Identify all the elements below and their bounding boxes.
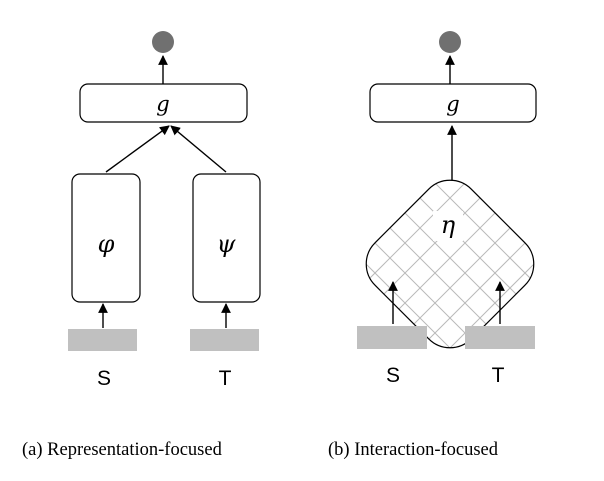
- left-target-label: T: [219, 367, 232, 390]
- left-output-node: [152, 31, 174, 53]
- eta-label-backdrop: [433, 211, 463, 241]
- right-source-input-bar: [357, 326, 427, 349]
- phi-encoder-box: [71, 173, 141, 303]
- representation-focused-panel: g φ ψ S T: [68, 31, 261, 390]
- psi-encoder-box: [192, 173, 261, 303]
- left-source-label: S: [97, 367, 111, 390]
- phi-label: φ: [98, 230, 115, 258]
- left-g-box: [79, 83, 248, 123]
- eta-interaction-diamond: η: [353, 167, 547, 361]
- right-output-node: [439, 31, 461, 53]
- right-source-label: S: [386, 364, 400, 387]
- left-target-input-bar: [190, 329, 259, 351]
- eta-diamond-border: [365, 179, 535, 349]
- psi-label: ψ: [217, 230, 237, 258]
- right-caption: (b) Interaction-focused: [328, 440, 499, 460]
- phi-to-g-arrow: [105, 125, 170, 173]
- right-target-label: T: [492, 364, 505, 387]
- left-g-label: g: [156, 92, 169, 116]
- interaction-focused-panel: g: [353, 31, 547, 387]
- right-g-box: [369, 83, 537, 123]
- left-source-input-bar: [68, 329, 137, 351]
- right-target-input-bar: [465, 326, 535, 349]
- psi-to-g-arrow: [170, 125, 227, 173]
- left-caption: (a) Representation-focused: [22, 440, 223, 460]
- eta-label: η: [441, 211, 456, 239]
- right-g-label: g: [446, 92, 459, 116]
